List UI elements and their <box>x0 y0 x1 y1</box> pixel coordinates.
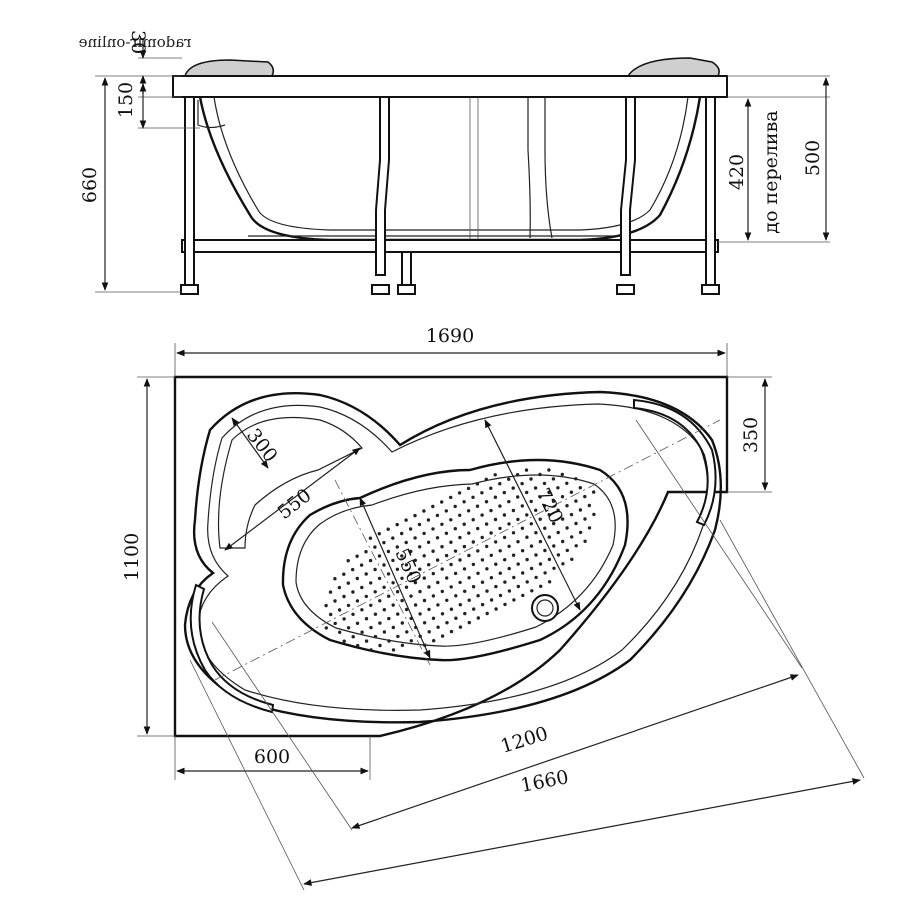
top-view-dimensions <box>137 343 865 891</box>
drain-icon <box>531 594 559 622</box>
support-frame <box>181 239 719 253</box>
dim-diagonal-1200: 1200 <box>498 723 551 758</box>
side-view-dimensions <box>95 40 830 293</box>
dim-rim-30: 30 <box>127 30 149 54</box>
dim-width-1100: 1100 <box>121 533 143 581</box>
dim-depth-420: 420 <box>726 154 748 190</box>
dim-offset-600: 600 <box>254 746 290 768</box>
dim-rim-150: 150 <box>115 82 137 118</box>
watermark-text: radomir-online <box>78 33 191 51</box>
dim-headrest-550: 550 <box>274 484 316 524</box>
side-view: 30 150 660 420 до перелива 500 <box>79 30 830 295</box>
dim-diagonal-1660: 1660 <box>519 766 571 797</box>
right-headrest-pillow <box>626 57 720 77</box>
left-headrest-pillow <box>183 59 275 77</box>
label-to-overflow: до перелива <box>760 110 782 233</box>
tub-rim <box>172 75 728 98</box>
left-grab-handle <box>189 583 275 714</box>
dim-height-660: 660 <box>79 167 101 203</box>
top-view: 1690 1100 350 600 300 550 720 550 1200 1… <box>121 325 865 891</box>
frame-legs <box>180 96 720 295</box>
dim-headrest-300: 300 <box>242 425 282 467</box>
dim-length-1690: 1690 <box>426 325 474 347</box>
headrest-top-left <box>217 416 363 549</box>
right-grab-handle <box>633 398 717 527</box>
dim-offset-350: 350 <box>740 417 762 453</box>
dim-height-500: 500 <box>802 140 824 176</box>
